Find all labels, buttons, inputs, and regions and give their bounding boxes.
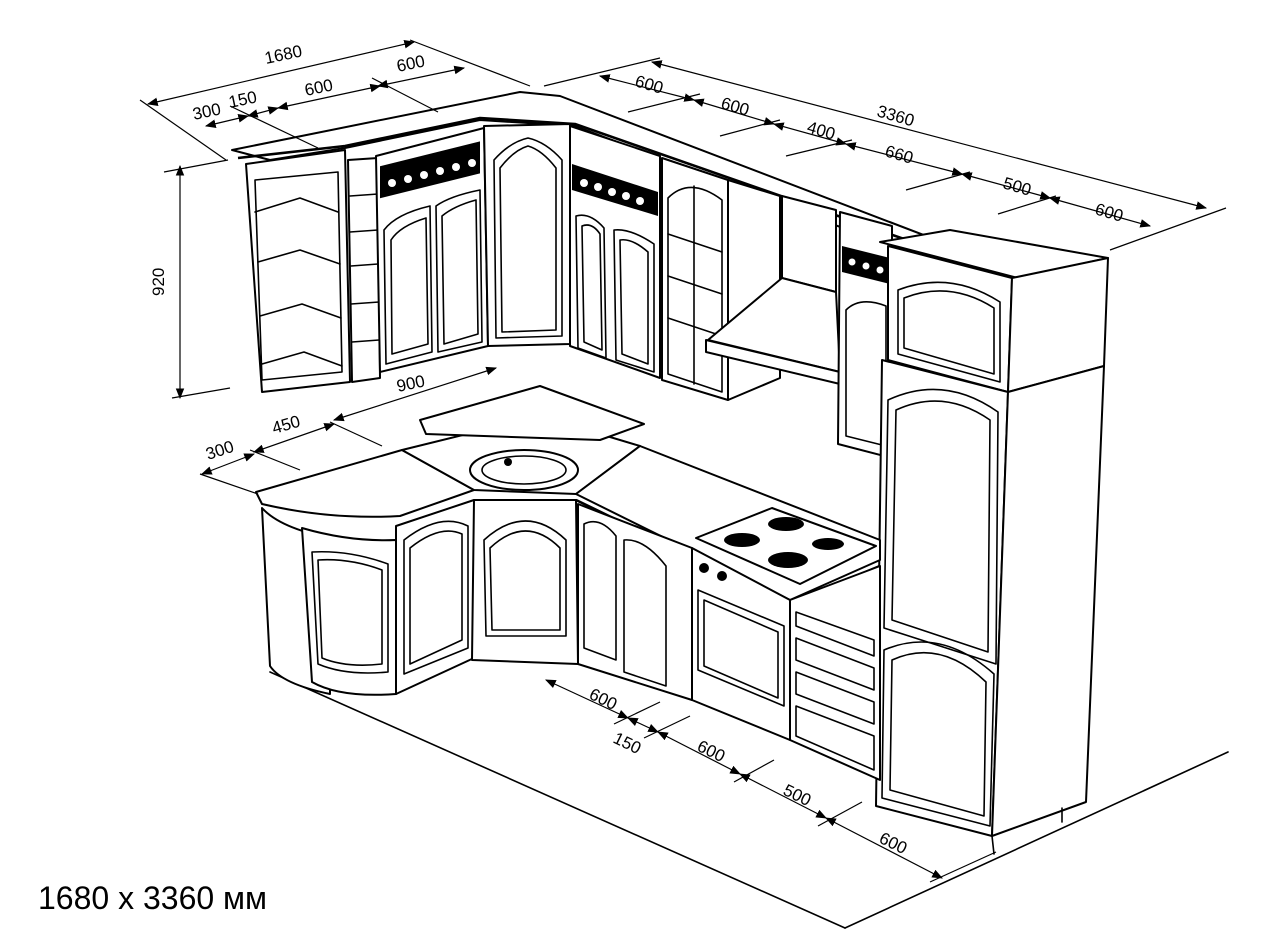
dim-label: 600 bbox=[694, 737, 728, 767]
caption-overall-size: 1680 x 3360 мм bbox=[38, 880, 268, 916]
dim-label: 600 bbox=[1093, 200, 1126, 226]
dimension-lines bbox=[139, 39, 1227, 883]
dim-label: 300 bbox=[203, 437, 236, 464]
dim-label: 500 bbox=[1001, 174, 1034, 200]
dim-label: 600 bbox=[633, 72, 666, 98]
tall-column bbox=[875, 359, 1105, 855]
floor-lines bbox=[269, 671, 1229, 929]
dim-label: 1680 bbox=[263, 41, 304, 67]
dim-label: 920 bbox=[149, 268, 168, 296]
dim-label: 150 bbox=[227, 87, 259, 111]
dim-label: 150 bbox=[610, 729, 644, 759]
dim-label: 660 bbox=[883, 142, 916, 168]
base-cabinets bbox=[255, 385, 881, 781]
dim-label: 600 bbox=[719, 94, 752, 120]
dim-label: 500 bbox=[780, 781, 814, 811]
dim-label: 600 bbox=[395, 51, 427, 75]
dim-label: 600 bbox=[586, 685, 620, 715]
dim-label: 400 bbox=[805, 118, 838, 144]
hob bbox=[695, 507, 877, 585]
dim-label: 450 bbox=[270, 412, 303, 438]
dim-label: 600 bbox=[876, 829, 910, 859]
upper-cabinets bbox=[231, 91, 1109, 459]
dim-label: 300 bbox=[191, 99, 223, 123]
